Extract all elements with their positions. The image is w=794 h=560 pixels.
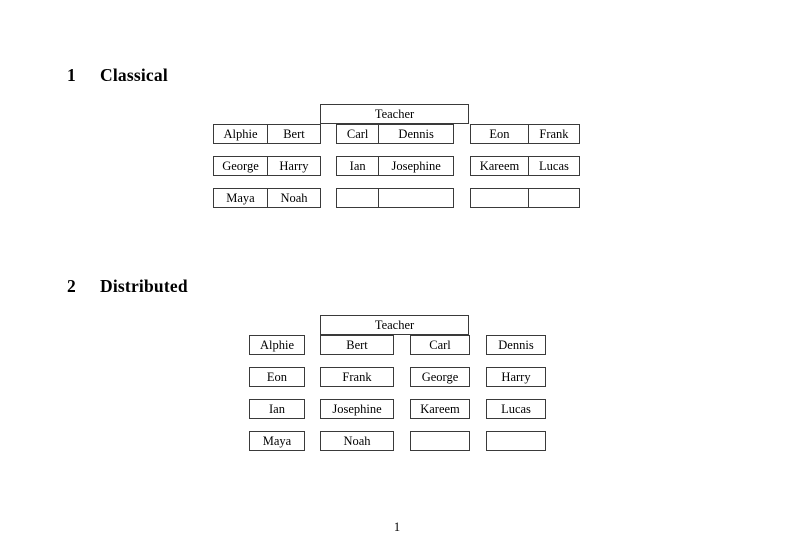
teacher-box: Teacher [320,315,469,335]
student-group: Carl Dennis [336,124,454,144]
student-box-empty [486,431,546,451]
student-cell: Lucas [527,157,579,175]
classical-student-row: Maya Noah [0,188,794,220]
distributed-student-row: Maya Noah [0,431,794,463]
student-cell: Frank [527,125,579,143]
student-box: Frank [320,367,394,387]
student-cell: Harry [266,157,320,175]
student-box: Noah [320,431,394,451]
teacher-box: Teacher [320,104,469,124]
page-number: 1 [393,520,401,534]
classical-student-row: Alphie Bert Carl Dennis Eon Frank [0,124,794,156]
student-box: Carl [410,335,470,355]
student-cell: Noah [266,189,320,207]
section-heading-classical: 1 Classical [67,65,168,86]
distributed-teacher-row: Teacher [0,315,794,335]
student-box: Dennis [486,335,546,355]
student-group: Eon Frank [470,124,580,144]
classical-diagram: Teacher Alphie Bert Carl Dennis Eon Fran… [0,104,794,220]
classical-student-row: George Harry Ian Josephine Kareem Lucas [0,156,794,188]
student-box: Maya [249,431,305,451]
student-box: Lucas [486,399,546,419]
student-box: Kareem [410,399,470,419]
student-box-empty [410,431,470,451]
student-cell: Dennis [378,125,453,143]
student-cell: Josephine [378,157,453,175]
student-cell: Eon [489,126,510,141]
student-box: Alphie [249,335,305,355]
student-cell: Bert [266,125,320,143]
student-box: Eon [249,367,305,387]
student-box: George [410,367,470,387]
student-cell: Alphie [223,126,258,141]
section-number: 2 [67,276,76,296]
distributed-student-row: Ian Josephine Kareem Lucas [0,399,794,431]
section-title: Distributed [100,276,188,296]
student-group: Kareem Lucas [470,156,580,176]
student-cell-empty [527,189,579,207]
student-group-empty [336,188,454,208]
distributed-diagram: Teacher Alphie Bert Carl Dennis Eon Fran… [0,315,794,463]
section-number: 1 [67,65,76,85]
student-group-empty [470,188,580,208]
student-cell-empty [337,189,378,207]
student-cell-empty [471,189,528,207]
student-cell: Maya [226,190,255,205]
student-group: George Harry [213,156,321,176]
student-group: Ian Josephine [336,156,454,176]
section-title: Classical [100,65,168,85]
section-heading-distributed: 2 Distributed [67,276,188,297]
student-box: Harry [486,367,546,387]
student-box: Ian [249,399,305,419]
student-cell: Ian [349,158,366,173]
student-group: Alphie Bert [213,124,321,144]
student-group: Maya Noah [213,188,321,208]
student-box: Josephine [320,399,394,419]
student-cell: Carl [346,126,369,141]
classical-teacher-row: Teacher [0,104,794,124]
student-cell: Kareem [479,158,520,173]
distributed-student-row: Eon Frank George Harry [0,367,794,399]
student-cell-empty [378,189,453,207]
student-box: Bert [320,335,394,355]
student-cell: George [222,158,259,173]
distributed-student-row: Alphie Bert Carl Dennis [0,335,794,367]
